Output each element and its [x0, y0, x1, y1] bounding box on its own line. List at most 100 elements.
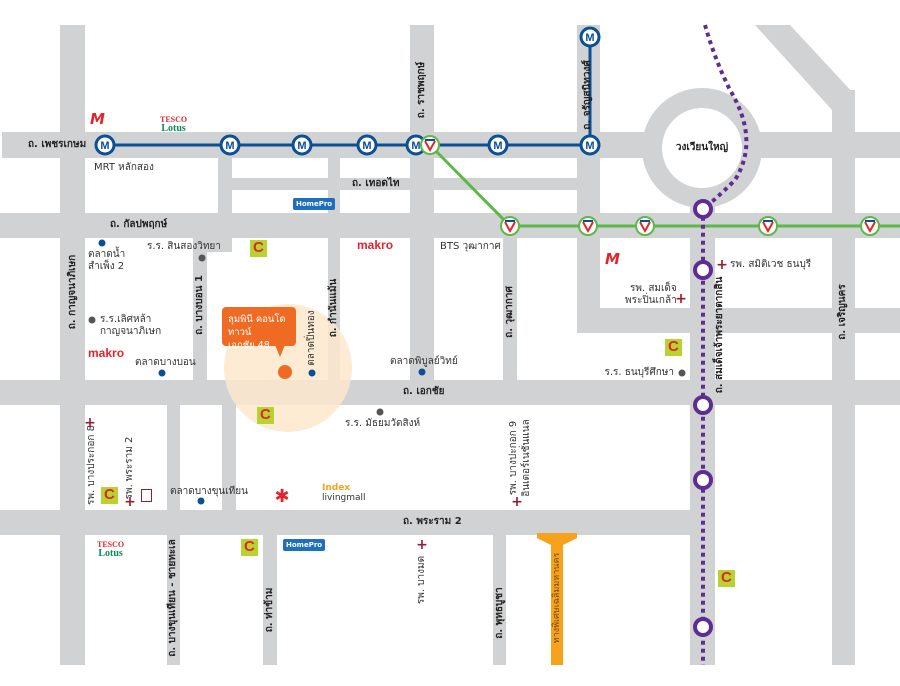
road-label-bangkhunthian: ถ. บางขุนเทียน - ชายทะเล [167, 539, 178, 657]
label-school-loetla-1: ร.ร.เลิศหล้า [100, 314, 152, 325]
road-label-thakham: ถ. ท่าข้าม [264, 587, 275, 633]
mrt-station-symbol: M [585, 140, 594, 152]
school-icon [88, 316, 96, 324]
purple-line-station-icon [693, 470, 713, 490]
road-label-rama2: ถ. พระราม 2 [403, 516, 462, 527]
road-thoetthai [232, 178, 577, 190]
purple-line-station-icon [693, 199, 713, 219]
lotus-text: Lotus [98, 548, 123, 559]
market-icon [197, 497, 205, 505]
road-kanchanaphisek [60, 25, 85, 665]
purple-line-station-icon [693, 395, 713, 415]
label-hospital-bangprakok8: รพ. บางประกอก 8 [86, 425, 97, 505]
road-label-bangbon1: ถ. บางบอน 1 [194, 275, 205, 335]
bts-station-glyph [640, 220, 650, 222]
mrt-station-icon [579, 134, 601, 156]
label-hospital-bangmot: รพ. บางมด [416, 555, 427, 605]
purple-line [701, 24, 749, 665]
label-hospital-samitivej: รพ. สมิติเวช ธนบุรี [730, 259, 812, 270]
road-thakham [263, 535, 277, 665]
hospital-icon: + [675, 291, 687, 307]
bts-station-glyph [425, 139, 435, 141]
logo-the-mall: M [605, 250, 620, 268]
label-school-wat-sing: ร.ร. มัธยมวัดสิงห์ [345, 418, 421, 429]
bts-station-glyph [639, 221, 651, 234]
mrt-station-symbol: M [225, 140, 234, 152]
road-bangbon-north [218, 158, 232, 238]
roundabout-label: วงเวียนใหญ่ [675, 142, 729, 153]
bts-station-glyph [582, 221, 594, 234]
bts-station-glyph [762, 221, 774, 234]
label-floating-market-2: สำเพ็ง 2 [88, 261, 125, 272]
road-ratchaphruek [410, 25, 434, 380]
road-ekkachai [0, 380, 900, 405]
road-label-ekkachai: ถ. เอกชัย [403, 386, 445, 397]
label-market-bangbon: ตลาดบางบอน [135, 357, 196, 368]
mrt-station-icon [487, 134, 509, 156]
bts-station-glyph [865, 220, 875, 222]
road-label-taksin: ถ. สมเด็จเจ้าพระยาตากสิน [714, 276, 725, 394]
bts-station-glyph [763, 220, 773, 222]
mrt-station-symbol: M [362, 140, 371, 152]
market-icon [98, 239, 106, 247]
purple-line-station-icon [693, 260, 713, 280]
bigc-icon [101, 486, 118, 504]
school-icon [376, 408, 384, 416]
label-hospital-rama2: รพ. พระราม 2 [124, 436, 135, 500]
logo-makro: makro [357, 238, 394, 252]
road-label-phetkasem: ถ. เพชรเกษม [28, 139, 87, 150]
label-school-loetla-2: กาญจนาภิเษก [100, 326, 162, 337]
bigc-icon [718, 569, 735, 587]
marker-line2: เอกชัย 48 [228, 340, 270, 351]
location-pin [278, 365, 292, 379]
road-bangkhunthian [167, 405, 180, 665]
mrt-station-icon [291, 134, 313, 156]
label-mrt-laksong: MRT หลักสอง [94, 162, 154, 173]
road-label-charansanitwong: ถ. จรัญสนิทวงศ์ [582, 60, 593, 130]
logo-makro: makro [88, 346, 125, 360]
expressway-line [551, 538, 563, 665]
road-label-thoetthai: ถ. เทอดไท [352, 178, 400, 189]
school-icon [678, 369, 686, 377]
road-charoennakhon [832, 90, 855, 665]
road-phutthabucha [493, 535, 506, 665]
bigc-icon [257, 406, 274, 424]
hospital-icon: + [416, 537, 428, 553]
purple-line-station-icon [693, 617, 713, 637]
project-marker[interactable]: ลุมพินี คอนโดทาวน์ เอกชัย 48 [222, 307, 296, 357]
bts-station-glyph [864, 221, 876, 234]
hospital-icon: + [716, 257, 728, 273]
school-icon [198, 254, 206, 262]
bigc-icon [665, 338, 682, 356]
road-label-kanchanaphisek: ถ. กาญจนาภิเษก [67, 254, 78, 330]
label-bts-wutthakat: BTS วุฒากาศ [440, 241, 501, 252]
label-hospital-bangpakok9-2: อินเตอร์เนชั่นแนล [521, 419, 532, 497]
logo-homepro: HomePro [283, 539, 326, 551]
shopping-mall-icon: ✱ [274, 486, 290, 507]
bts-station-glyph [424, 140, 436, 153]
logo-homepro: HomePro [293, 198, 336, 210]
logo-index-1: Index [322, 483, 351, 493]
tesco-text: TESCO [97, 540, 125, 549]
road-label-expressway: ทางพิเศษเฉลิมมหานคร [552, 552, 562, 644]
hospital-icon: + [511, 494, 523, 510]
label-hospital-bangpakok9-1: รพ. บางปะกอก 9 [508, 420, 519, 496]
road-wutthakat [503, 238, 517, 380]
bts-station-glyph [504, 221, 516, 234]
mrt-station-icon [219, 134, 241, 156]
label-school-sinsong: ร.ร. สินสองวิทยา [147, 241, 221, 252]
bigc-icon [241, 538, 258, 556]
hospital-icon: + [124, 494, 136, 510]
building-icon [141, 489, 152, 502]
bts-station-glyph [505, 220, 515, 222]
label-school-thonburi: ร.ร. ธนบุรีศึกษา [604, 367, 674, 378]
road-charansanitwong [577, 25, 600, 333]
road-diagonal [755, 25, 855, 110]
mrt-station-symbol: M [297, 140, 306, 152]
mrt-station-symbol: M [100, 140, 109, 152]
market-icon [158, 369, 166, 377]
